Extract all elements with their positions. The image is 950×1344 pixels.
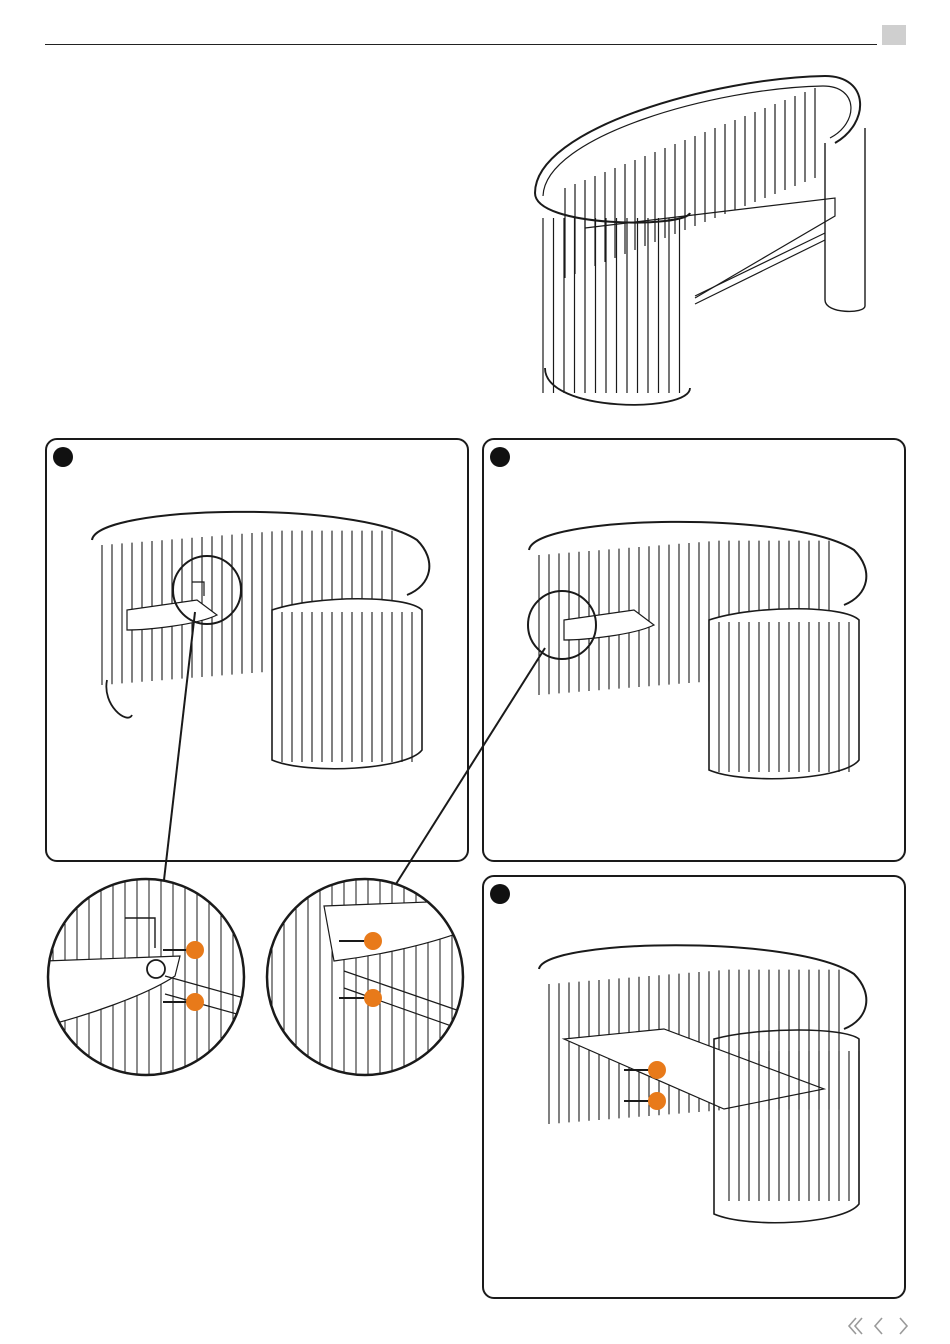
detail-1-callout-2 bbox=[186, 993, 204, 1011]
detail-2-callout-2 bbox=[364, 989, 382, 1007]
leader-line-1 bbox=[164, 612, 195, 880]
leader-line-2 bbox=[396, 648, 545, 884]
detail-1-callout-1 bbox=[186, 941, 204, 959]
page-navigation bbox=[846, 1314, 912, 1338]
first-page-icon[interactable] bbox=[846, 1314, 864, 1338]
detail-2-base-plate bbox=[324, 901, 464, 961]
detail-1-beam bbox=[165, 976, 247, 1019]
detail-2-callout-1 bbox=[364, 932, 382, 950]
detail-2-beam bbox=[344, 971, 466, 1034]
detail-circle-1 bbox=[45, 876, 247, 1078]
next-page-icon[interactable] bbox=[894, 1314, 912, 1338]
detail-circle-2 bbox=[264, 876, 466, 1078]
previous-page-icon[interactable] bbox=[870, 1314, 888, 1338]
detail-1-allen-key-icon bbox=[125, 918, 155, 948]
